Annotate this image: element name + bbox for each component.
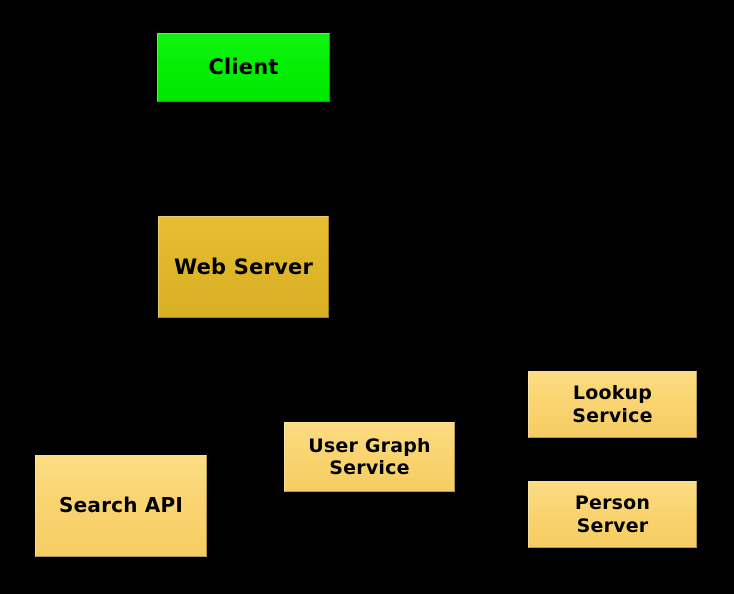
edge-web-server-user-graph-service: [289, 317, 351, 423]
edge-user-graph-person-server: [454, 469, 529, 506]
node-user-graph-service[interactable]: User Graph Service: [284, 422, 455, 492]
edge-web-server-lookup-service: [328, 279, 529, 396]
node-user-graph-service-label: User Graph Service: [308, 434, 431, 479]
node-person-server-label: Person Server: [574, 492, 651, 537]
node-web-server[interactable]: Web Server: [158, 216, 329, 318]
node-client[interactable]: Client: [157, 33, 330, 102]
node-lookup-service[interactable]: Lookup Service: [528, 371, 697, 438]
node-person-server[interactable]: Person Server: [528, 481, 697, 548]
edge-web-server-search-api: [129, 317, 191, 456]
node-client-label: Client: [208, 55, 279, 80]
node-lookup-service-label: Lookup Service: [572, 382, 653, 427]
node-web-server-label: Web Server: [173, 254, 313, 279]
node-search-api[interactable]: Search API: [35, 455, 207, 557]
node-search-api-label: Search API: [59, 493, 183, 518]
